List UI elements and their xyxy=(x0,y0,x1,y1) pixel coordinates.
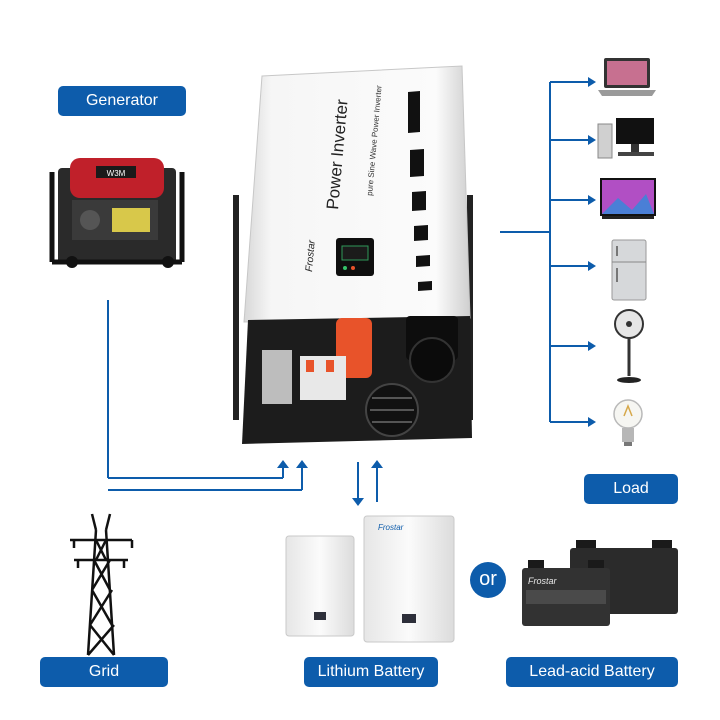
lithium-battery-brand: Frostar xyxy=(378,523,404,532)
lead-acid-battery-brand: Frostar xyxy=(528,576,558,586)
lead-acid-battery-image: Frostar xyxy=(522,540,678,626)
television-icon xyxy=(600,178,656,219)
arrow-heads xyxy=(277,77,596,506)
lithium-battery-image: Frostar xyxy=(285,515,455,643)
grid-label: Grid xyxy=(40,657,168,687)
generator-label: Generator xyxy=(58,86,186,116)
lead-acid-battery-label: Lead-acid Battery xyxy=(506,657,678,687)
or-badge: or xyxy=(470,562,506,598)
inverter-brand: Frostar xyxy=(304,239,318,272)
desktop-computer-icon xyxy=(597,118,654,159)
power-tower-icon xyxy=(70,513,134,656)
fan-icon xyxy=(614,309,644,383)
laptop-icon xyxy=(598,58,656,96)
generator-image: W3M xyxy=(49,158,185,268)
light-bulb-icon xyxy=(613,399,643,446)
load-label: Load xyxy=(584,474,678,504)
connection-lines xyxy=(107,81,592,502)
lithium-battery-label: Lithium Battery xyxy=(304,657,438,687)
refrigerator-icon xyxy=(611,239,647,301)
generator-badge: W3M xyxy=(107,169,126,178)
power-inverter-image: Power Inverter pure Sine Wave Power Inve… xyxy=(233,65,473,444)
